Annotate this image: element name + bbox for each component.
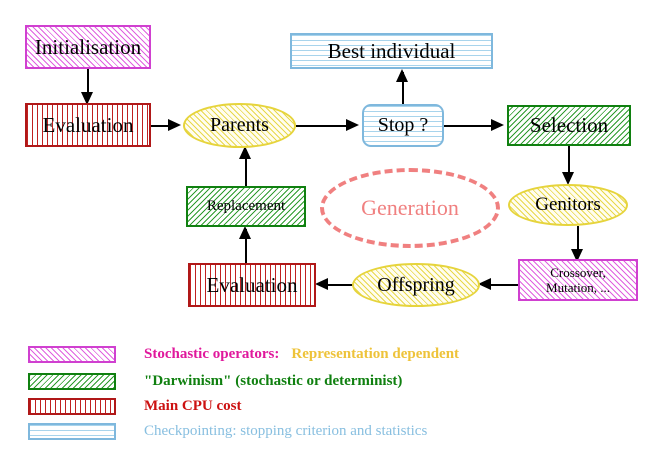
node-selection[interactable]: Selection <box>507 105 631 146</box>
node-generation-annotation: Generation <box>320 168 500 248</box>
edge-replacement-to-parents <box>245 150 247 188</box>
node-replacement-label: Replacement <box>206 197 286 214</box>
node-selection-label: Selection <box>529 113 609 138</box>
arrowhead-right-selection <box>491 119 504 131</box>
node-offspring-label: Offspring <box>377 273 455 296</box>
node-evaluation-top[interactable]: Evaluation <box>25 103 151 147</box>
arrowhead-down-evaluation-top <box>81 92 93 105</box>
node-crossover-mutation[interactable]: Crossover, Mutation, ... <box>518 259 638 301</box>
legend-swatch-magenta-hatch <box>28 345 116 363</box>
arrowhead-right-stop <box>346 119 359 131</box>
edge-crossover-to-offspring <box>482 284 520 286</box>
legend-row-darwinism: "Darwinism" (stochastic or determinist) <box>28 369 402 393</box>
node-crossover-label-line2: Mutation, ... <box>546 279 610 295</box>
edge-genitors-to-crossover <box>577 226 579 256</box>
node-generation-label: Generation <box>361 195 459 221</box>
node-parents[interactable]: Parents <box>183 103 296 148</box>
arrowhead-up-replacement <box>239 226 251 239</box>
node-stop-label: Stop ? <box>377 114 429 136</box>
legend-swatch-blue-lines <box>28 422 116 440</box>
arrowhead-left-offspring <box>478 278 491 290</box>
legend-row-stochastic-operators: Stochastic operators: Representation dep… <box>28 342 459 366</box>
arrowhead-up-best-individual <box>396 69 408 82</box>
arrowhead-up-parents <box>239 146 251 159</box>
edge-selection-to-genitors <box>568 146 570 178</box>
edge-stop-to-best-individual <box>402 72 404 106</box>
edge-initialisation-to-evaluation <box>87 69 89 96</box>
legend-row-main-cpu-cost: Main CPU cost <box>28 394 242 418</box>
node-genitors-label: Genitors <box>535 194 601 216</box>
edge-stop-to-selection <box>444 125 494 127</box>
edge-parents-to-stop <box>296 125 348 127</box>
legend-swatch-red-hatch <box>28 397 116 415</box>
node-evaluation-bottom-label: Evaluation <box>206 272 298 297</box>
arrowhead-down-crossover <box>571 249 583 262</box>
legend-label-darwinism: "Darwinism" (stochastic or determinist) <box>144 372 403 389</box>
arrowhead-down-genitors <box>562 172 574 185</box>
legend-label-representation-dependent: Representation dependent <box>291 345 460 362</box>
legend-label-checkpointing: Checkpointing: stopping criterion and st… <box>144 422 428 439</box>
legend-row-checkpointing: Checkpointing: stopping criterion and st… <box>28 419 427 443</box>
edge-evaluation-to-replacement <box>245 229 247 265</box>
node-genitors[interactable]: Genitors <box>508 184 628 226</box>
node-evaluation-top-label: Evaluation <box>42 112 134 137</box>
node-initialisation-label: Initialisation <box>34 34 142 59</box>
node-initialisation[interactable]: Initialisation <box>25 25 151 69</box>
node-replacement[interactable]: Replacement <box>186 186 306 227</box>
arrowhead-right-parents <box>168 119 181 131</box>
edge-evaluation-to-parents <box>151 125 173 127</box>
node-best-individual-label: Best individual <box>327 38 456 63</box>
node-crossover-label-line1: Crossover, <box>550 264 606 280</box>
legend-label-main-cpu-cost: Main CPU cost <box>144 397 242 414</box>
legend: Stochastic operators: Representation dep… <box>0 338 662 471</box>
legend-label-stochastic-operators: Stochastic operators: <box>144 345 280 362</box>
node-offspring[interactable]: Offspring <box>352 263 480 307</box>
node-best-individual[interactable]: Best individual <box>290 33 493 69</box>
edge-offspring-to-evaluation <box>319 284 357 286</box>
node-stop[interactable]: Stop ? <box>362 104 444 147</box>
arrowhead-left-evaluation-bottom <box>315 278 328 290</box>
node-parents-label: Parents <box>210 114 269 136</box>
node-evaluation-bottom[interactable]: Evaluation <box>188 263 316 307</box>
legend-swatch-green-hatch <box>28 372 116 390</box>
